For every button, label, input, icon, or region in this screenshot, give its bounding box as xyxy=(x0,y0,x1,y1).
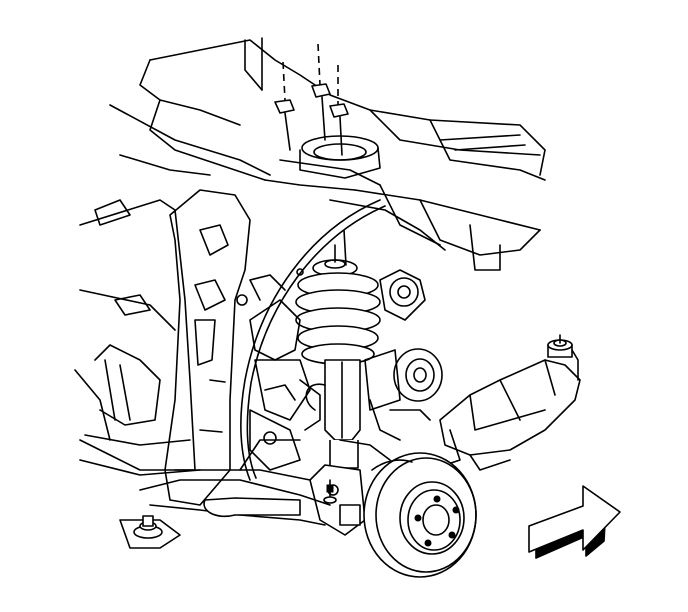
wheel-stud xyxy=(414,514,422,522)
brake-rotor xyxy=(363,452,477,578)
wheel-stud xyxy=(452,506,460,514)
wheel-stud xyxy=(424,539,432,547)
mount-nut-left xyxy=(274,99,295,114)
mount-nut-right xyxy=(329,103,349,118)
wheel-stud xyxy=(433,495,441,503)
wheel-stud xyxy=(448,531,456,539)
inner-fender xyxy=(74,199,201,476)
strut-mount-nuts xyxy=(274,43,349,156)
right-crossmember xyxy=(429,334,581,471)
strut-tower xyxy=(299,135,381,179)
brake-line xyxy=(240,199,386,481)
direction-arrow-icon xyxy=(528,485,621,559)
alignment-line-left xyxy=(282,61,286,101)
alignment-line-center xyxy=(317,43,321,86)
coil-spring-strut xyxy=(295,229,381,536)
lower-control-arm xyxy=(119,439,391,549)
mount-nut-center xyxy=(311,83,331,98)
upper-frame-rails xyxy=(109,37,546,271)
engine-cluster xyxy=(249,269,443,471)
